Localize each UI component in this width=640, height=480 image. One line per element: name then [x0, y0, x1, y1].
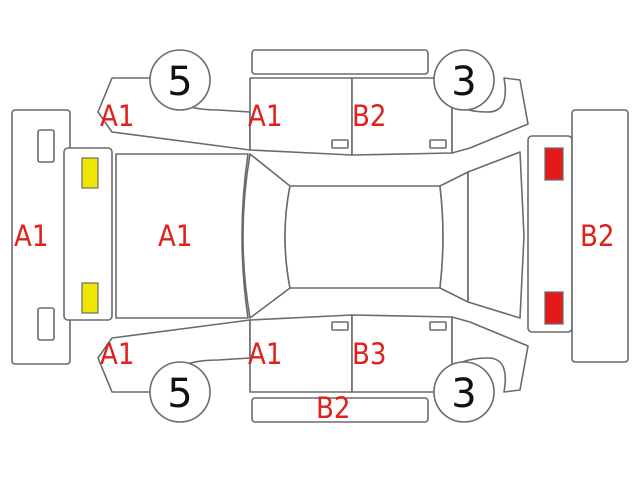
- front-handle-bottom: [331, 321, 349, 331]
- tire-rear-right-number: 3: [451, 371, 476, 417]
- rear-lamp-top-icon: [544, 147, 564, 181]
- hood: [115, 153, 249, 319]
- rear-lamp-bottom-icon: [544, 291, 564, 325]
- front-bumper-slot-bottom: [37, 307, 55, 341]
- label-rear-door-top: B2: [352, 99, 387, 133]
- tire-rear-left: 3: [433, 49, 495, 111]
- label-hood: A1: [158, 219, 192, 253]
- front-lamp-top-icon: [81, 157, 99, 189]
- side-sill-top: [251, 49, 429, 75]
- right-side: [97, 314, 529, 423]
- rear-panel: [527, 135, 573, 333]
- tire-front-left: 5: [149, 49, 211, 111]
- rear-handle-bottom: [429, 321, 447, 331]
- rear-bumper: [571, 109, 629, 363]
- tire-front-right: 5: [149, 361, 211, 423]
- tire-front-right-number: 5: [167, 371, 192, 417]
- tire-rear-right: 3: [433, 361, 495, 423]
- rear-window: [439, 171, 469, 303]
- roof: [284, 185, 444, 289]
- front-panel: [63, 147, 113, 321]
- front-bumper-slot-top: [37, 129, 55, 163]
- trunk: [467, 151, 525, 319]
- tire-front-left-number: 5: [167, 59, 192, 105]
- label-front-fender-top: A1: [100, 99, 134, 133]
- left-side: [97, 49, 529, 156]
- label-side-sill-bottom: B2: [316, 391, 351, 425]
- rear-handle-top: [429, 139, 447, 149]
- label-front-door-bottom: A1: [248, 337, 282, 371]
- label-rear-bumper: B2: [580, 219, 615, 253]
- tire-rear-left-number: 3: [451, 59, 476, 105]
- front-lamp-bottom-icon: [81, 282, 99, 314]
- label-rear-door-bottom: B3: [352, 337, 387, 371]
- windshield: [242, 153, 291, 319]
- label-front-fender-bottom: A1: [100, 337, 134, 371]
- side-sill-bottom: [251, 397, 429, 423]
- cabin: [242, 151, 525, 319]
- label-front-bumper: A1: [14, 219, 48, 253]
- label-front-door-top: A1: [248, 99, 282, 133]
- front-handle-top: [331, 139, 349, 149]
